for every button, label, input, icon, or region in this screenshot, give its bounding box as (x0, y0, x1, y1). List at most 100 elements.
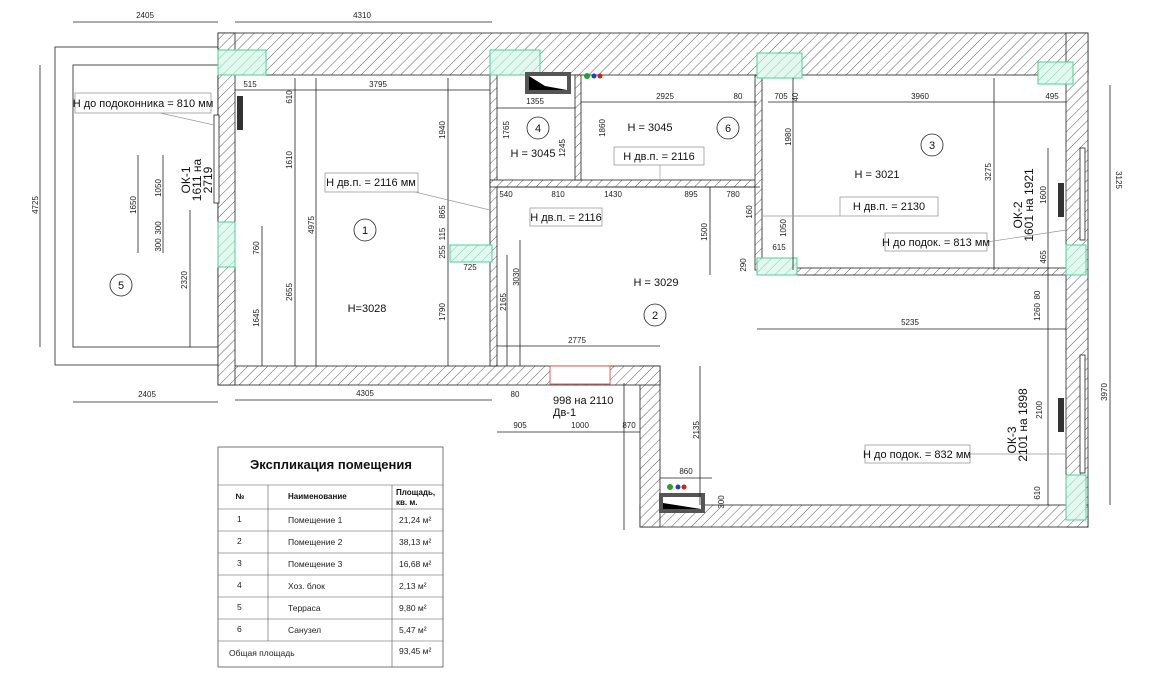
room-number: 5 (118, 280, 124, 292)
dim-label: 3030 (512, 268, 521, 286)
cell-number: 2 (237, 536, 242, 546)
dim-label: 2165 (499, 293, 508, 311)
dim-label: 615 (772, 243, 786, 252)
dim-label: 865 (438, 205, 447, 219)
dim-label: 540 (499, 190, 513, 199)
cell-area: 9,80 м² (399, 603, 427, 613)
callout-label: Н дв.п. = 2130 (853, 201, 925, 213)
window-label: ОК-2 (1011, 201, 1025, 228)
cell-name: Хоз. блок (288, 581, 325, 591)
dim-label: 1610 (285, 151, 294, 169)
cell-number: 3 (237, 558, 242, 568)
dimension-lines (39, 21, 1111, 530)
callout-label: Н дв.п. = 2116 (623, 151, 695, 163)
dim-label: 810 (551, 190, 565, 199)
window-label: 1611 на (190, 158, 204, 201)
dim-label: 2405 (136, 11, 154, 20)
cell-number: 6 (237, 624, 242, 634)
cell-number: 1 (237, 514, 242, 524)
cell-name: Помещение 2 (288, 537, 343, 547)
dim-label: 3795 (369, 80, 387, 89)
dim-label: 1500 (700, 223, 709, 241)
dim-label: 40 (791, 92, 800, 101)
dim-label: 1765 (502, 121, 511, 139)
callouts: Н до подоконника = 810 мм Н дв.п. = 2116… (73, 92, 1067, 464)
window-openings (217, 49, 1087, 521)
room-height: H = 3029 (634, 277, 679, 289)
dim-label: 495 (1045, 92, 1059, 101)
sink-icon (525, 72, 705, 513)
dim-label: 4310 (353, 11, 371, 20)
room-height: H=3028 (348, 303, 387, 315)
dim-label: 300 (717, 495, 726, 509)
dim-label: 300 (154, 238, 163, 252)
dim-label: 3125 (1114, 171, 1123, 189)
dim-label: 1355 (526, 97, 544, 106)
explication-table: Экспликация помещения № Наименование Пло… (217, 446, 444, 668)
room-number: 3 (929, 140, 935, 152)
dim-label: 1980 (784, 128, 793, 146)
window-label: ОК-1 (179, 166, 193, 193)
dim-label: 905 (513, 421, 527, 430)
total-label: Общая площадь (229, 648, 295, 658)
room-number: 2 (652, 310, 658, 322)
dim-label: 4725 (31, 196, 40, 214)
cell-name: Санузел (288, 625, 321, 635)
cell-name: Помещение 1 (288, 515, 343, 525)
callout-label: Н до подок. = 813 мм (882, 237, 990, 249)
room-markers: 1 2 3 4 5 6 H=3028 H = 3029 H = 3021 H =… (109, 116, 944, 327)
pipes-icon (584, 73, 687, 490)
dim-label: 465 (1039, 250, 1048, 264)
dim-label: 2320 (180, 271, 189, 289)
dim-label: 255 (438, 245, 447, 259)
dim-label: 610 (285, 90, 294, 104)
dim-label: 860 (679, 467, 693, 476)
dim-label: 1050 (154, 179, 163, 197)
window-label: ОК-3 (1005, 426, 1019, 453)
room-number: 4 (535, 123, 541, 135)
dim-label: 4305 (356, 389, 374, 398)
dim-label: 705 (774, 92, 788, 101)
dim-label: 2925 (656, 92, 674, 101)
table-header: Наименование (288, 492, 347, 501)
callout-label: Н до подоконника = 810 мм (73, 98, 214, 110)
window-label: 2101 на 1898 (1016, 388, 1030, 462)
dim-label: 115 (438, 227, 447, 240)
dim-label: 1245 (558, 139, 567, 157)
dim-label: 2100 (1035, 401, 1044, 419)
table-title: Экспликация помещения (250, 457, 412, 472)
callout-label: Н дв.п. = 2116 (530, 212, 602, 224)
dim-label: 1790 (438, 303, 447, 321)
dim-label: 1650 (129, 196, 138, 214)
callout-label: Н дв.п. = 2116 мм (326, 177, 416, 189)
dim-label: 870 (622, 421, 636, 430)
callout-label: Н до подок. = 832 мм (863, 449, 971, 461)
table-row: 4 Хоз. блок 2,13 м² (237, 580, 427, 591)
dim-label: 3275 (984, 163, 993, 181)
room-height: H = 3021 (855, 169, 900, 181)
entrance-door[interactable] (549, 365, 611, 385)
cell-number: 5 (237, 602, 242, 612)
cell-name: Помещение 3 (288, 559, 343, 569)
cell-number: 4 (237, 580, 242, 590)
dim-label: 300 (154, 221, 163, 235)
window-label: 2719 (201, 166, 215, 193)
cell-area: 2,13 м² (399, 581, 427, 591)
dim-label: 610 (1033, 486, 1042, 500)
dim-label: 725 (463, 263, 477, 272)
dim-label: 80 (511, 390, 520, 399)
dim-label: 515 (243, 80, 257, 89)
dim-label: 1000 (571, 421, 589, 430)
room-height: H = 3045 (511, 148, 556, 160)
window-label: 1601 на 1921 (1022, 168, 1036, 242)
dim-label: 1430 (604, 190, 622, 199)
dimension-labels: 2405 4310 515 3795 610 1610 1940 4975 86… (31, 11, 1123, 509)
dim-label: 3970 (1100, 383, 1109, 401)
dim-label: 1645 (252, 309, 261, 327)
room-number: 1 (362, 225, 368, 237)
